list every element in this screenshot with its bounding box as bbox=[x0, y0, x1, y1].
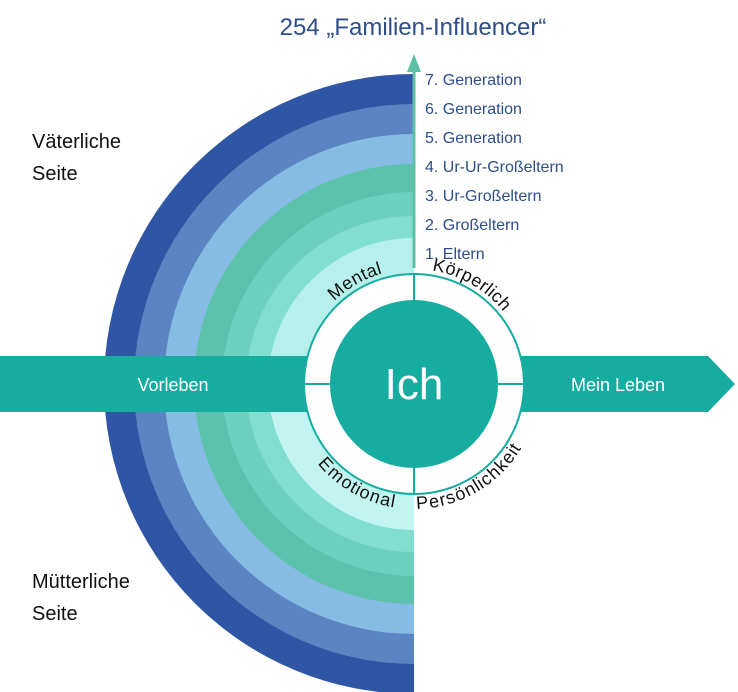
diagram-title: 254 „Familien-Influencer“ bbox=[280, 14, 547, 41]
paternal-side-label: Väterliche Seite bbox=[32, 131, 121, 185]
generation-label-5: 5. Generation bbox=[425, 130, 522, 147]
generation-label-1: 1. Eltern bbox=[425, 246, 485, 263]
generation-labels: 7. Generation 6. Generation 5. Generatio… bbox=[425, 72, 564, 263]
ich-circle bbox=[330, 300, 498, 468]
generation-label-4: 4. Ur-Ur-Großeltern bbox=[425, 159, 564, 176]
generation-label-2: 2. Großeltern bbox=[425, 217, 519, 234]
paternal-label-line-2: Seite bbox=[32, 163, 78, 185]
aspect-dividers bbox=[304, 274, 524, 494]
maternal-label-line-2: Seite bbox=[32, 603, 78, 625]
paternal-label-line-1: Väterliche bbox=[32, 131, 121, 153]
mein-leben-arrow bbox=[455, 356, 735, 412]
maternal-label-line-1: Mütterliche bbox=[32, 571, 130, 593]
generation-label-3: 3. Ur-Großeltern bbox=[425, 188, 541, 205]
mein-leben-label: Mein Leben bbox=[571, 375, 665, 395]
ich-label: Ich bbox=[385, 360, 444, 409]
vorleben-arrow bbox=[0, 356, 372, 412]
generation-label-6: 6. Generation bbox=[425, 101, 522, 118]
generations-axis-arrowhead bbox=[407, 54, 421, 72]
vorleben-label: Vorleben bbox=[137, 375, 208, 395]
generation-label-7: 7. Generation bbox=[425, 72, 522, 89]
maternal-side-label: Mütterliche Seite bbox=[32, 571, 130, 625]
